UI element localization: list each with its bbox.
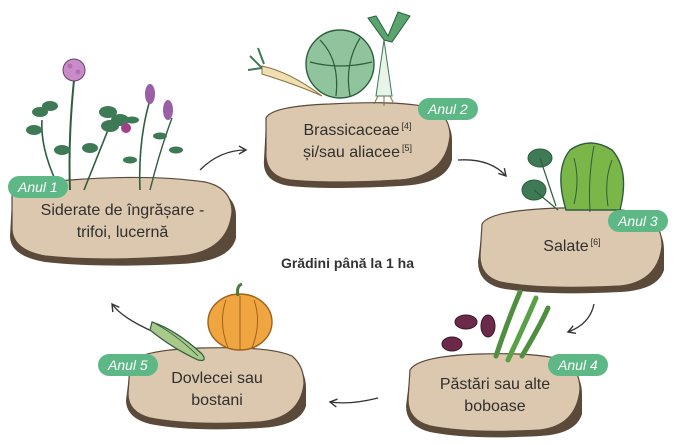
green-bean-icon <box>496 292 548 360</box>
step-1-line-2: trifoi, lucernă <box>20 222 225 244</box>
step-2-line-2: și/sau aliacee <box>303 144 400 161</box>
step-label-5: Dovlecei sau bostani <box>134 368 300 412</box>
step-3-line-1: Salate <box>543 238 588 255</box>
year-badge-2: Anul 2 <box>418 98 478 120</box>
lettuce-icon <box>561 143 624 212</box>
step-label-3: Salate[6] <box>486 236 658 258</box>
year-badge-3: Anul 3 <box>608 210 668 232</box>
step-label-4: Păstări sau alte boboase <box>414 374 576 418</box>
arrow-4-to-5 <box>330 398 378 403</box>
cabbage-icon <box>306 30 374 98</box>
step-label-1: Siderate de îngrășare - trifoi, lucernă <box>20 200 225 244</box>
beans-icon <box>442 315 495 351</box>
step-2-ref-1: [4] <box>402 121 412 131</box>
step-4-line-2: boboase <box>414 396 576 418</box>
arrow-3-to-4 <box>568 304 594 332</box>
arrow-5-to-1 <box>112 304 154 332</box>
step-1-line-1: Siderate de îngrășare - <box>20 200 225 222</box>
step-4-line-1: Păstări sau alte <box>414 374 576 396</box>
arrow-2-to-3 <box>458 160 506 176</box>
year-badge-4: Anul 4 <box>548 354 608 376</box>
arrow-1-to-2 <box>200 150 246 170</box>
step-5-line-2: bostani <box>134 390 300 412</box>
alfalfa-icon <box>123 84 183 190</box>
step-5-line-1: Dovlecei sau <box>134 368 300 390</box>
diagram-title: Grădini până la 1 ha <box>240 255 455 271</box>
step-label-2: Brassicaceae[4] și/sau aliacee[5] <box>270 120 445 164</box>
step-2-line-1: Brassicaceae <box>303 122 399 139</box>
year-badge-1: Anul 1 <box>8 176 68 198</box>
step-3-ref-1: [6] <box>591 237 601 247</box>
step-2-ref-2: [5] <box>402 143 412 153</box>
pumpkin-icon <box>208 284 272 350</box>
spinach-icon <box>522 149 558 210</box>
clover-icon <box>26 59 131 190</box>
